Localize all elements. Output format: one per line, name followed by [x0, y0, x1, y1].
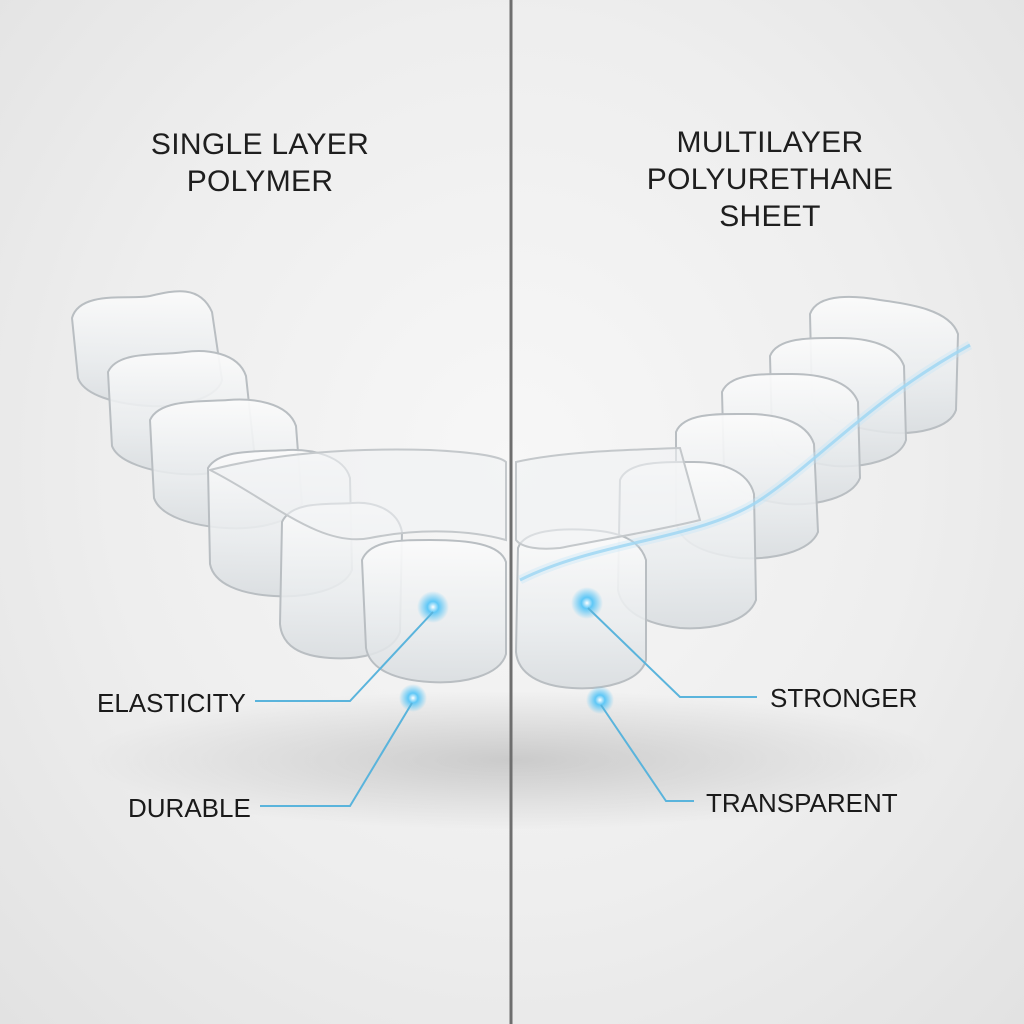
glow-marker-stronger	[571, 587, 603, 619]
callout-line-stronger	[587, 607, 757, 698]
left-panel-title: SINGLE LAYER POLYMER	[150, 128, 370, 198]
right-panel-title: MULTILAYER POLYURETHANE SHEET	[646, 126, 894, 233]
glow-marker-durable	[399, 684, 427, 712]
callout-elasticity: ELASTICITY	[97, 688, 246, 718]
layer-highlight-glow	[517, 341, 973, 585]
right-tray	[514, 295, 960, 690]
layer-highlight-line	[519, 343, 971, 582]
callout-line-durable	[260, 702, 413, 807]
callout-durable: DURABLE	[128, 793, 251, 823]
callout-transparent: TRANSPARENT	[706, 788, 898, 818]
glow-marker-elasticity	[417, 591, 449, 623]
callout-stronger: STRONGER	[770, 683, 918, 713]
glow-marker-transparent	[586, 686, 614, 714]
left-tray	[70, 290, 507, 684]
callout-line-elasticity	[255, 611, 434, 702]
callout-line-transparent	[600, 704, 694, 802]
